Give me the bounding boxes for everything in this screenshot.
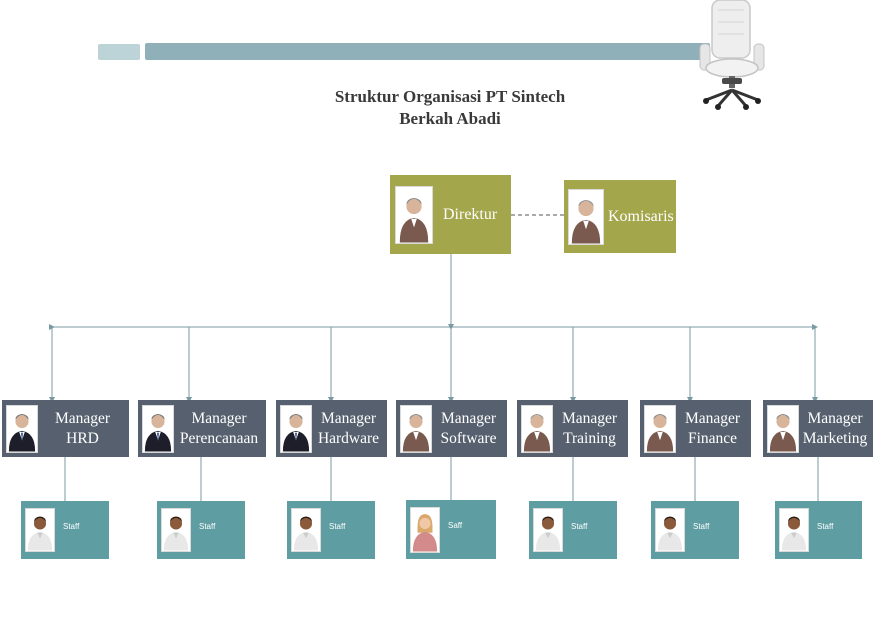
person-avatar-icon	[644, 404, 676, 453]
manager-software-label-line1: Manager	[440, 409, 497, 427]
direktur-label: Direktur	[443, 205, 498, 223]
staff-marketing-label: Staff	[817, 521, 834, 531]
chart-title-line2: Berkah Abadi	[399, 109, 501, 128]
manager-marketing-label-line1: Manager	[807, 409, 863, 427]
person-avatar-icon	[6, 404, 38, 453]
manager-training-label-line1: Manager	[561, 409, 618, 427]
staff-hardware-label: Staff	[329, 521, 346, 531]
staff-training-label: Staff	[571, 521, 588, 531]
staff-hrd-label: Staff	[63, 521, 80, 531]
manager-finance-label-line2: Finance	[687, 429, 738, 447]
person-avatar-icon	[395, 185, 433, 244]
header-bar-long	[145, 43, 710, 60]
komisaris-box: Komisaris	[564, 180, 676, 253]
manager-training-label-line2: Training	[563, 429, 616, 447]
manager-hardware-label-line1: Manager	[320, 409, 377, 427]
person-avatar-icon	[161, 508, 191, 552]
person-avatar-icon	[291, 508, 321, 552]
office-chair-icon	[698, 0, 766, 112]
person-avatar-icon	[767, 404, 799, 453]
staff-finance-label: Staff	[693, 521, 710, 531]
person-avatar-icon	[533, 508, 563, 552]
manager-marketing-label-line2: Marketing	[802, 429, 868, 447]
person-avatar-icon	[655, 508, 685, 552]
person-avatar-icon	[280, 404, 312, 453]
manager-perencanaan-label-line2: Perencanaan	[179, 429, 259, 447]
staff-software-box: Saff	[406, 500, 496, 559]
staff-hrd-box: Staff	[21, 501, 109, 559]
staff-finance-box: Staff	[651, 501, 739, 559]
staff-perencanaan-box: Staff	[157, 501, 245, 559]
person-avatar-icon	[400, 404, 432, 453]
staff-perencanaan-label: Staff	[199, 521, 216, 531]
manager-finance-label-line1: Manager	[684, 409, 741, 427]
komisaris-label: Komisaris	[608, 207, 674, 225]
person-avatar-icon	[779, 508, 809, 552]
manager-hrd-label-line2: HRD	[66, 429, 99, 447]
direktur-box: Direktur	[390, 175, 511, 254]
person-avatar-icon	[568, 188, 604, 245]
staff-training-box: Staff	[529, 501, 617, 559]
staff-software-label: Saff	[448, 521, 463, 530]
manager-hardware-label-line2: Hardware	[317, 429, 380, 447]
manager-perencanaan-label-line1: Manager	[191, 409, 247, 427]
staff-hardware-box: Staff	[287, 501, 375, 559]
person-avatar-icon	[25, 508, 55, 552]
person-avatar-icon	[521, 404, 553, 453]
person-avatar-icon	[142, 404, 174, 453]
person-avatar-icon	[410, 506, 440, 553]
staff-marketing-box: Staff	[775, 501, 862, 559]
manager-software-label-line2: Software	[440, 429, 497, 447]
chart-title: Struktur Organisasi PT Sintech Berkah Ab…	[300, 86, 600, 130]
manager-hrd-label-line1: Manager	[54, 409, 111, 427]
header-bar-small	[98, 44, 140, 60]
chart-title-line1: Struktur Organisasi PT Sintech	[334, 87, 566, 106]
